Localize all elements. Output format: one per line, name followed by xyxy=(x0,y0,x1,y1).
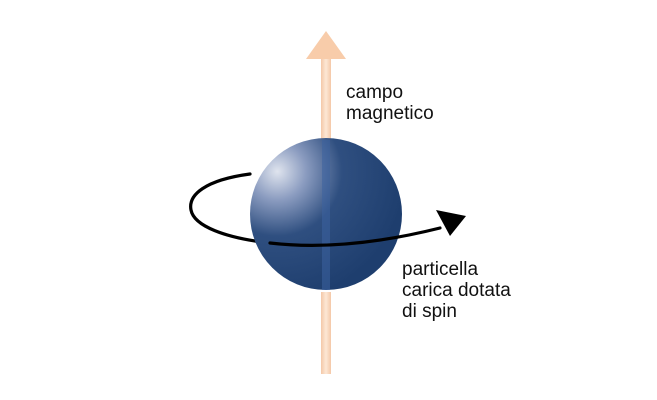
spin-rotation-arrow-icon xyxy=(436,210,466,236)
field-arrow-head xyxy=(306,31,346,59)
particle-label: particella carica dotata di spin xyxy=(402,259,511,322)
particle-label-line-1: particella xyxy=(402,259,479,280)
field-arrow-shaft-upper xyxy=(321,58,331,143)
field-arrow-shaft-lower xyxy=(321,292,331,374)
particle-label-line-2: carica dotata xyxy=(402,280,511,301)
rotation-arrow-front xyxy=(268,226,442,247)
field-line-through-sphere xyxy=(322,140,330,290)
magnetic-field-label-line-1: campo xyxy=(346,82,404,103)
magnetic-field-label: campo magnetico xyxy=(346,82,434,124)
magnetic-field-label-line-2: magnetico xyxy=(346,103,434,124)
rotation-arrow-back xyxy=(189,172,272,245)
particle-label-line-3: di spin xyxy=(402,301,457,322)
